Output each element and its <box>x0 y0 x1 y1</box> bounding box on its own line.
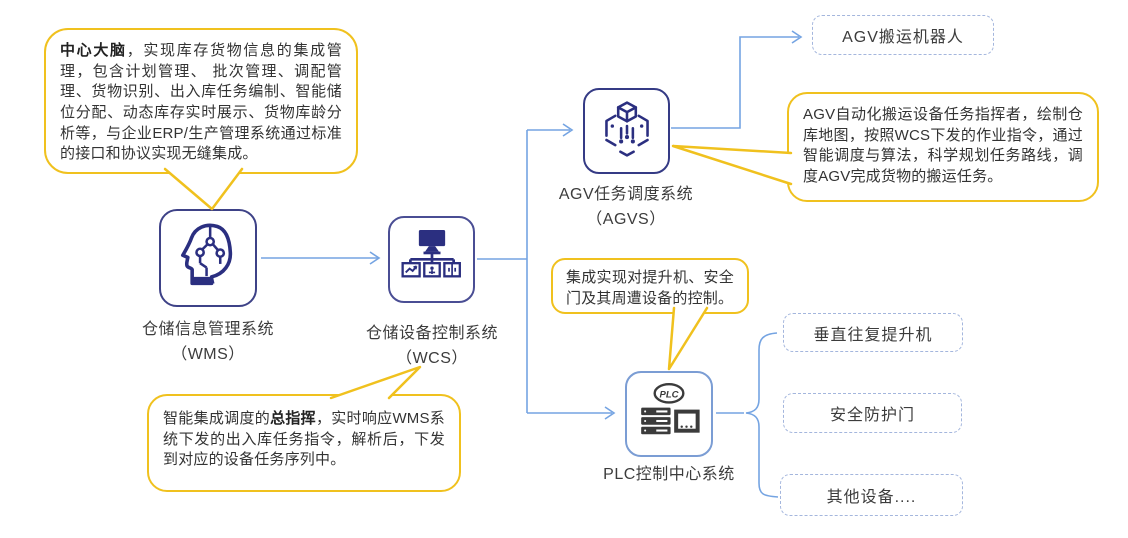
arrowhead-wms-to-wcs <box>369 251 381 265</box>
callout-plc-tail <box>667 306 709 371</box>
plc-label: PLC控制中心系统 <box>603 466 735 483</box>
callout-agvs-description: AGV自动化搬运设备任务指挥者，绘制仓库地图，按照WCS下发的作业指令，通过智能… <box>787 92 1099 202</box>
brain-circuit-icon <box>172 220 244 297</box>
callout-wcs-bold-text: 总指挥 <box>270 410 316 427</box>
agvs-label-line1: AGV任务调度系统 <box>558 186 694 203</box>
callout-agvs-text: AGV自动化搬运设备任务指挥者，绘制仓库地图，按照WCS下发的作业指令，通过智能… <box>803 106 1083 186</box>
endbox-vertical-lift: 垂直往复提升机 <box>783 313 963 352</box>
wcs-label-line2: （WCS） <box>396 349 468 367</box>
endbox-safety-door: 安全防护门 <box>783 393 962 433</box>
plc-node-label: PLC控制中心系统 <box>577 463 761 488</box>
plc-node: PLC <box>625 371 713 457</box>
wcs-node-label: 仓储设备控制系统 （WCS） <box>340 322 524 372</box>
wms-label-line1: 仓储信息管理系统 <box>141 321 274 338</box>
wcs-node <box>388 216 475 303</box>
plc-server-icon: PLC <box>634 378 704 451</box>
callout-wcs-suffix: ，实时响应WMS系统下发的出入库任务指令，解析后，下发到对应的设备任务序列中。 <box>163 410 445 469</box>
endbox-agv-robot: AGV搬运机器人 <box>812 15 994 55</box>
wms-node <box>159 209 257 307</box>
wms-node-label: 仓储信息管理系统 （WMS） <box>116 318 300 368</box>
agvs-label-line2: （AGVS） <box>586 210 666 228</box>
callout-wcs-prefix: 智能集成调度的 <box>163 410 271 427</box>
hex-circuit-cube-icon <box>594 96 660 167</box>
callout-wcs-description: 智能集成调度的总指挥，实时响应WMS系统下发的出入库任务指令，解析后，下发到对应… <box>147 394 461 492</box>
endbox-other-devices: 其他设备.... <box>780 474 963 516</box>
arrowhead-to-agvs <box>562 123 574 137</box>
arrowhead-to-plc <box>604 406 616 420</box>
callout-agvs-tail <box>671 144 793 186</box>
control-network-icon <box>398 223 466 296</box>
agvs-node <box>583 88 670 174</box>
connector-agvs-to-robot <box>671 36 799 129</box>
endbox-agv-robot-label: AGV搬运机器人 <box>842 29 964 46</box>
wms-label-line2: （WMS） <box>171 345 245 363</box>
callout-plc-text: 集成实现对提升机、安全门及其周遭设备的控制。 <box>566 269 734 307</box>
wcs-label-line1: 仓储设备控制系统 <box>365 325 498 342</box>
arrowhead-to-robot <box>791 30 803 44</box>
plc-icon-text: PLC <box>659 389 678 400</box>
callout-plc-description: 集成实现对提升机、安全门及其周遭设备的控制。 <box>551 258 749 314</box>
endbox-other-devices-label: 其他设备.... <box>826 489 917 506</box>
callout-wms-bold-text: 中心大脑 <box>60 42 127 59</box>
agvs-node-label: AGV任务调度系统 （AGVS） <box>534 183 718 233</box>
endbox-vertical-lift-label: 垂直往复提升机 <box>813 326 933 344</box>
callout-wms-tail <box>163 167 244 211</box>
callout-wms-description: 中心大脑，实现库存货物信息的集成管理，包含计划管理、 批次管理、调配管理、货物识… <box>44 28 358 174</box>
callout-wms-text: ，实现库存货物信息的集成管理，包含计划管理、 批次管理、调配管理、货物识别、出入… <box>60 42 342 163</box>
endbox-safety-door-label: 安全防护门 <box>829 407 915 424</box>
